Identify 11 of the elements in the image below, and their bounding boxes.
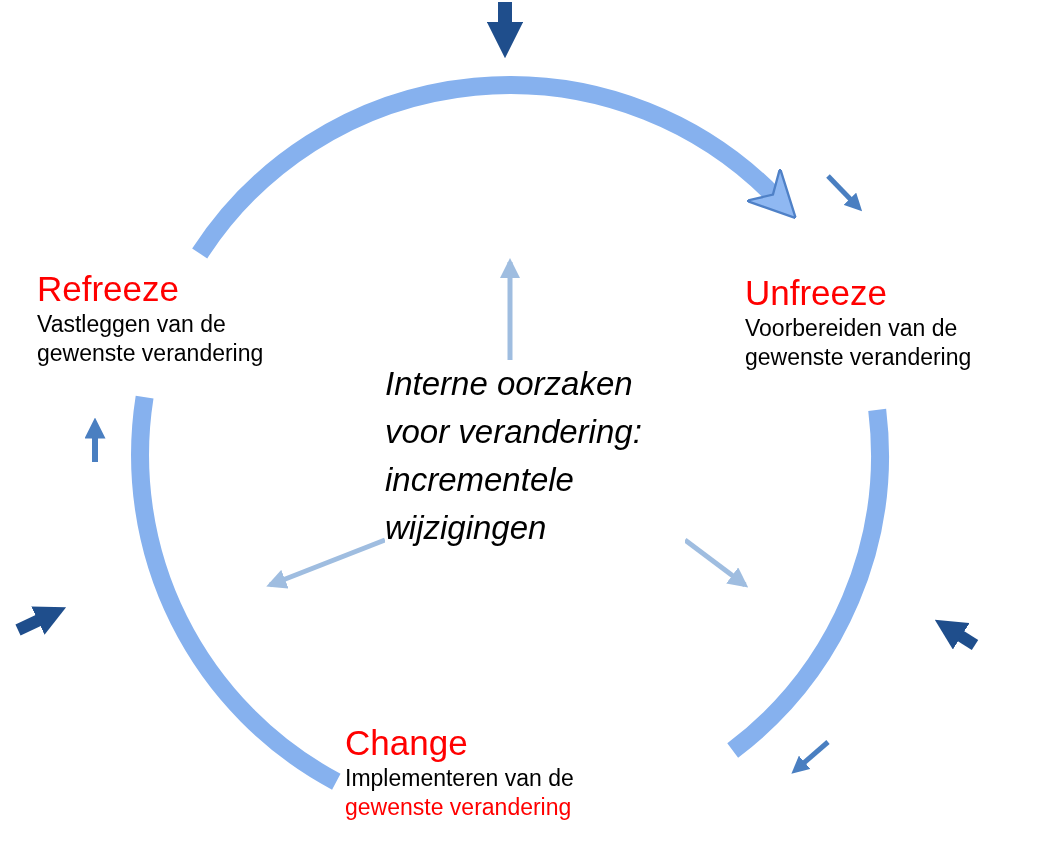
stage-description: Voorbereiden van de gewenste verandering	[745, 314, 973, 372]
arrow	[500, 258, 520, 360]
stage-description: Implementeren van de	[345, 764, 574, 793]
stage-heading: Unfreeze	[745, 272, 888, 314]
stage-heading: Change	[345, 722, 468, 764]
stage-heading: Refreeze	[37, 268, 180, 310]
arrow	[266, 537, 386, 589]
center-statement: Interne oorzaken voor verandering: incrementele wijzigingen	[385, 364, 643, 548]
stage-description: Vastleggen van de gewenste verandering	[37, 310, 265, 368]
ring-arrow	[192, 76, 799, 259]
stage-description: gewenste verandering	[345, 793, 572, 822]
